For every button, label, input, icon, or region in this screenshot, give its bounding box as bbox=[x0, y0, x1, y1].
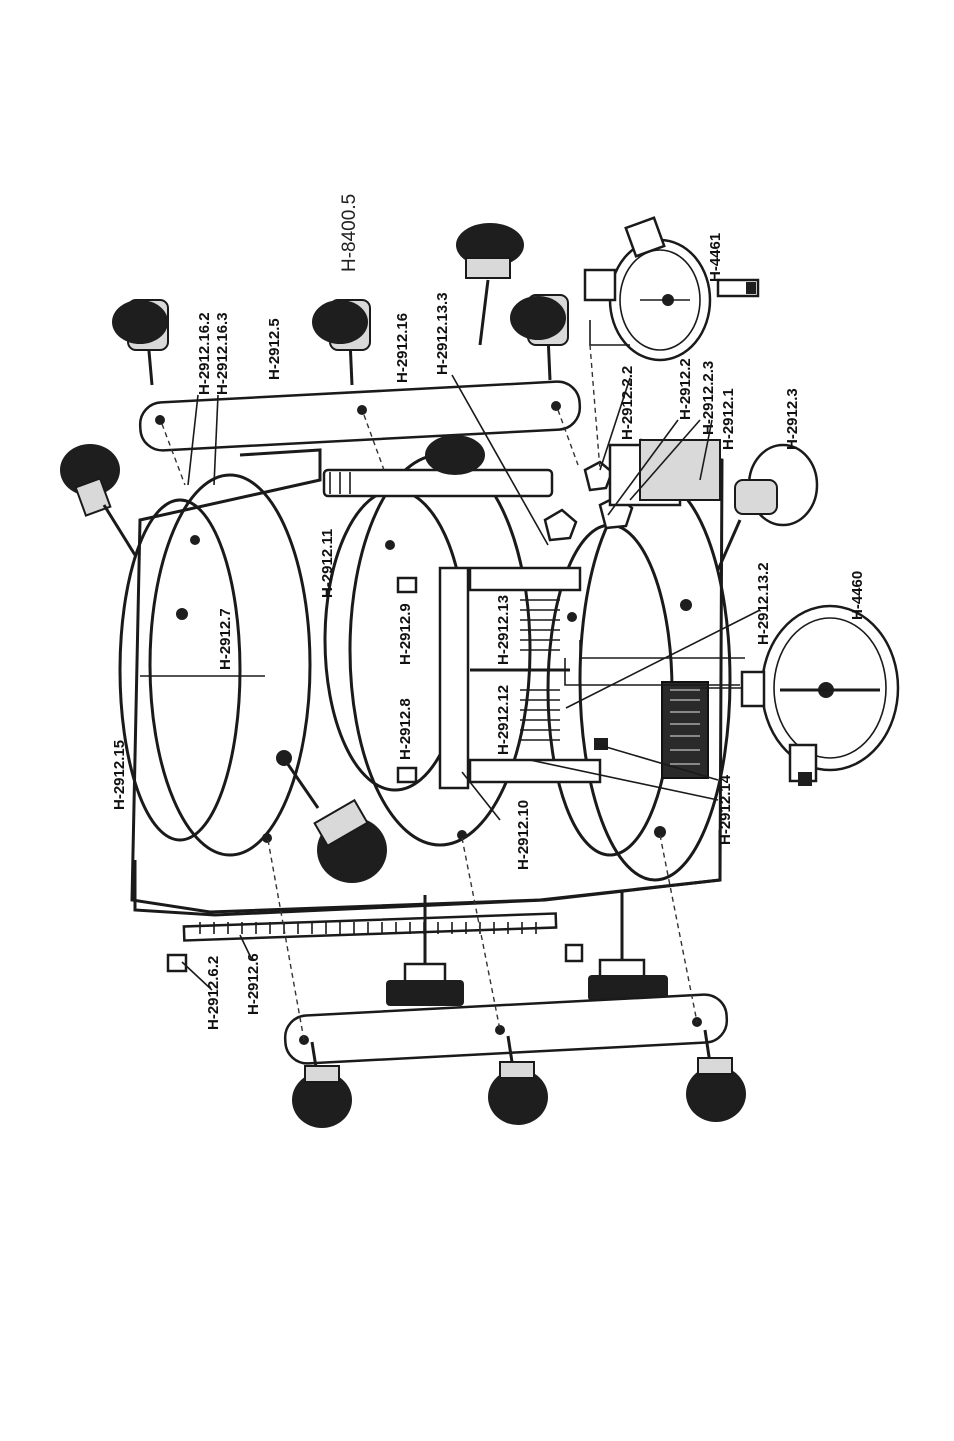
label-h-4460: H-4460 bbox=[849, 571, 866, 620]
base-knob-left bbox=[386, 895, 464, 1006]
right-large-knob bbox=[718, 445, 817, 570]
label-h-2912-12: H-2912.12 bbox=[495, 685, 512, 755]
label-h-2912-13-2: H-2912.13.2 bbox=[755, 562, 772, 645]
label-h-2912-2-2: H-2912.2.2 bbox=[619, 366, 636, 440]
label-h-2912-2-3: H-2912.2.3 bbox=[700, 361, 717, 435]
label-h-2912-16-3: H-2912.16.3 bbox=[214, 312, 231, 395]
label-h-4461: H-4461 bbox=[707, 233, 724, 282]
nameplate bbox=[662, 682, 708, 778]
label-h-2912-10: H-2912.10 bbox=[515, 800, 532, 870]
right-small-parts bbox=[545, 440, 720, 540]
label-h-2912-14: H-2912.14 bbox=[717, 774, 734, 845]
label-h-2912-13-3: H-2912.13.3 bbox=[434, 292, 451, 375]
left-large-knob bbox=[60, 444, 135, 555]
label-h-2912-9: H-2912.9 bbox=[397, 603, 414, 665]
label-h-2912-6-2: H-2912.6.2 bbox=[205, 956, 222, 1030]
label-h-2912-11: H-2912.11 bbox=[319, 529, 336, 598]
upper-knob-middle bbox=[312, 300, 370, 385]
rod-2912-16 bbox=[324, 435, 552, 496]
rod-2912-6 bbox=[168, 914, 582, 971]
label-h-2912-16-2: H-2912.16.2 bbox=[196, 312, 213, 395]
label-h-2912-5: H-2912.5 bbox=[266, 318, 283, 380]
upper-knob-right bbox=[510, 295, 568, 380]
label-h-2912-3: H-2912.3 bbox=[784, 388, 801, 450]
label-h-2912-6: H-2912.6 bbox=[245, 953, 262, 1015]
dial-gauge-4460 bbox=[565, 606, 898, 786]
label-h-2912-16: H-2912.16 bbox=[394, 313, 411, 383]
label-h-2912-1: H-2912.1 bbox=[720, 388, 737, 450]
base-knob-right bbox=[588, 890, 668, 1001]
label-h-2912-8: H-2912.8 bbox=[397, 698, 414, 760]
label-h-2912-7: H-2912.7 bbox=[217, 608, 234, 670]
upper-knob-left bbox=[112, 300, 168, 385]
label-h-2912-2: H-2912.2 bbox=[677, 358, 694, 420]
label-h-2912-15: H-2912.15 bbox=[111, 740, 128, 810]
main-ring-body bbox=[120, 440, 730, 915]
diagram-title: H-8400.5 bbox=[339, 194, 360, 272]
lower-clamp-bar bbox=[284, 993, 728, 1064]
dial-gauge-4461 bbox=[585, 218, 758, 360]
label-h-2912-13: H-2912.13 bbox=[495, 595, 512, 665]
